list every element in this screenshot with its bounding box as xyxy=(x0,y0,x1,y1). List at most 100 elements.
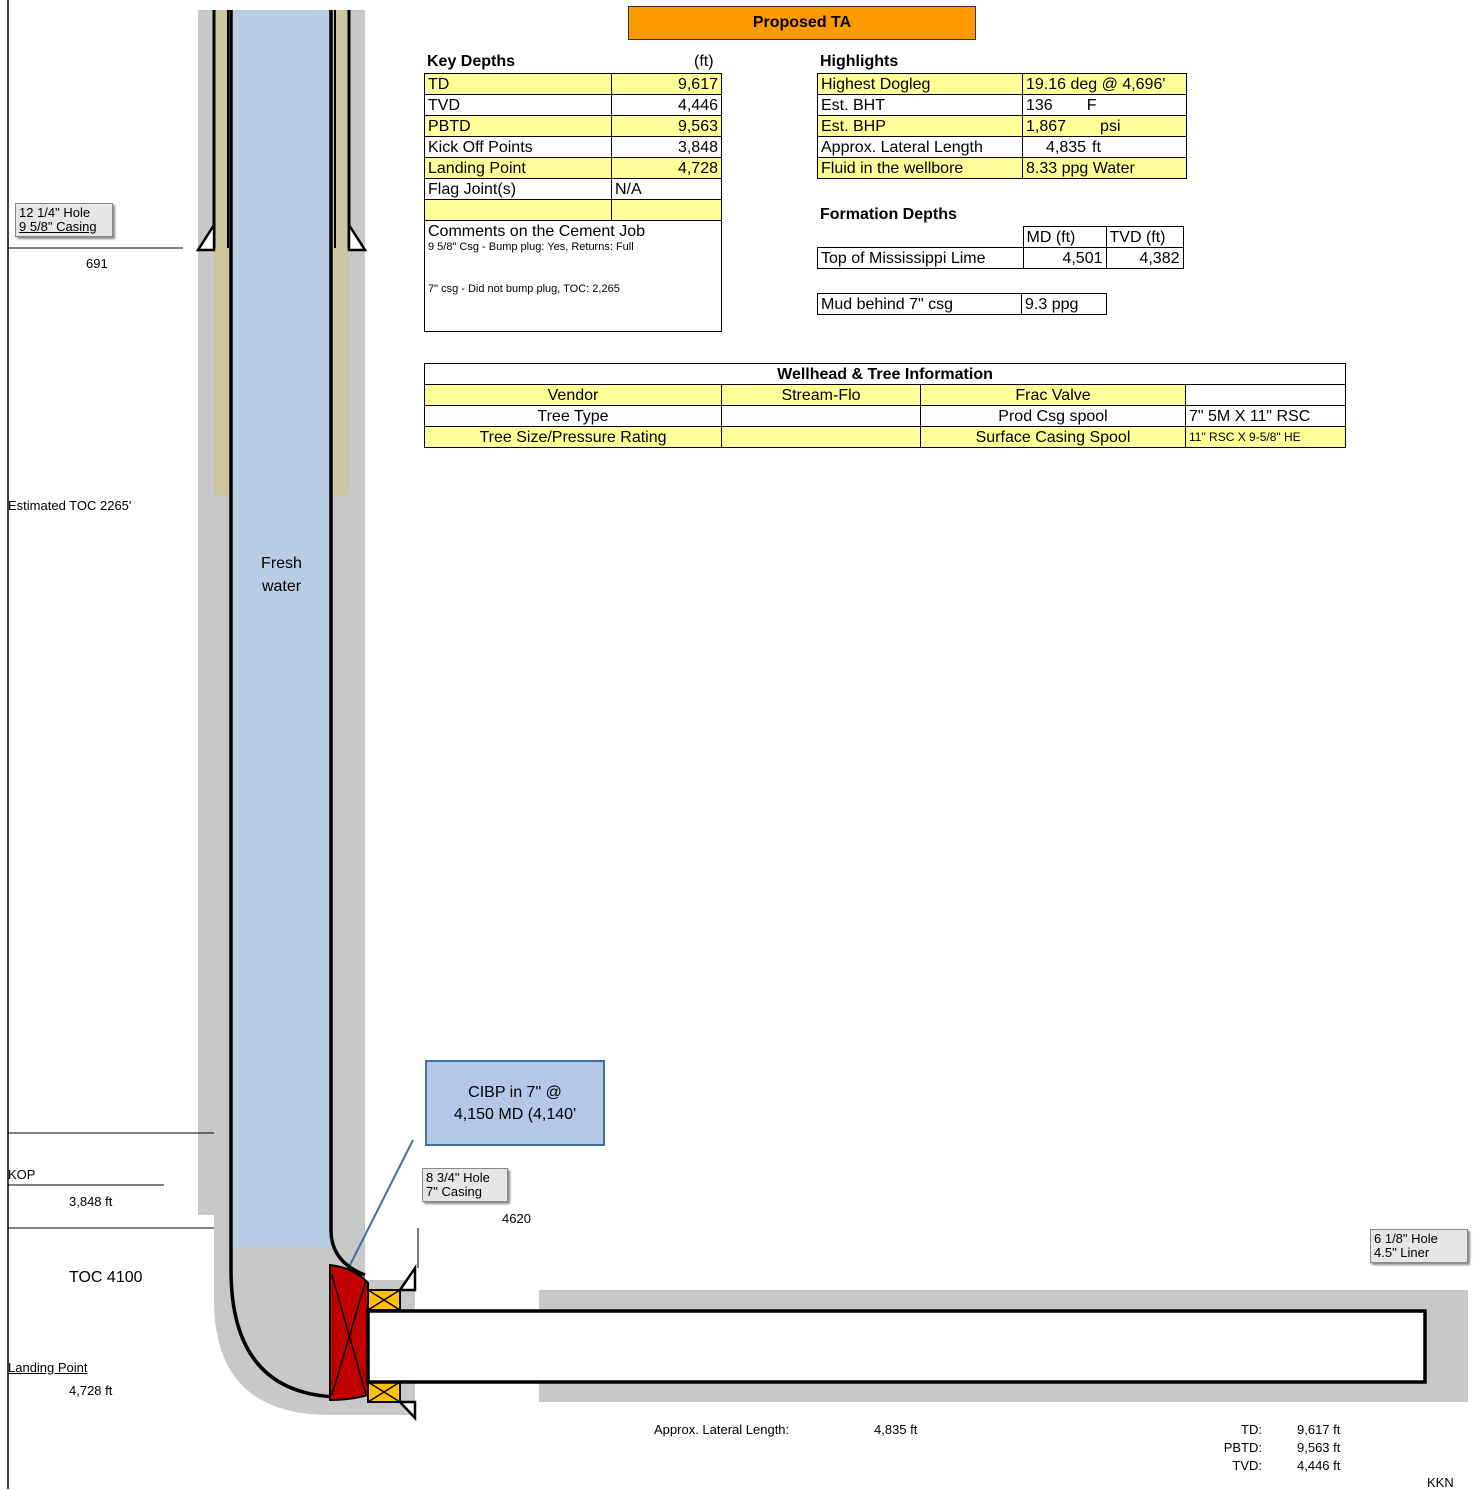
inter-shoe-top xyxy=(397,1263,417,1292)
hl-label: Highest Dogleg xyxy=(817,73,1023,95)
comments-heading: Comments on the Cement Job xyxy=(424,220,722,241)
fluid-label: Fresh water xyxy=(233,552,330,598)
table-row: Tree Type Prod Csg spool 7" 5M X 11" RSC xyxy=(424,405,1346,427)
surface-depth: 691 xyxy=(86,256,108,271)
inter-shoe-bottom xyxy=(397,1400,417,1422)
wh-cell: Prod Csg spool xyxy=(920,405,1186,427)
wh-cell: 7" 5M X 11" RSC xyxy=(1185,405,1346,427)
lateral-length-label: Approx. Lateral Length: xyxy=(654,1422,790,1437)
hl-label: Approx. Lateral Length xyxy=(817,136,1023,158)
key-depths-unit: (ft) xyxy=(694,53,714,70)
kd-label: Kick Off Points xyxy=(424,136,612,158)
td-value: 9,617 ft xyxy=(1297,1422,1341,1437)
formation-tvd: 4,382 xyxy=(1105,247,1184,269)
hl-value: 4,835 xyxy=(1046,138,1087,156)
cement-comment-2: 7" csg - Did not bump plug, TOC: 2,265 xyxy=(428,283,620,295)
hl-value: 8.33 ppg Water xyxy=(1022,157,1187,179)
cibp-cross-2 xyxy=(331,1279,367,1396)
kd-label: Landing Point xyxy=(424,157,612,179)
kd-value: 4,728 xyxy=(611,157,722,179)
wh-cell xyxy=(721,426,921,448)
hl-unit: ft xyxy=(1092,138,1101,156)
cement-comment-1: 9 5/8" Csg - Bump plug: Yes, Returns: Fu… xyxy=(428,241,634,253)
mud-label: Mud behind 7" csg xyxy=(817,293,1022,315)
callout-line-1: CIBP in 7" @ xyxy=(468,1084,562,1101)
table-row: Vendor Stream-Flo Frac Valve xyxy=(424,384,1346,406)
wh-cell: Surface Casing Spool xyxy=(920,426,1186,448)
surface-casing-tag: 12 1/4" Hole 9 5/8" Casing xyxy=(15,203,113,237)
table-row xyxy=(424,199,722,221)
surface-casing-size: 9 5/8" Casing xyxy=(19,219,97,234)
page-title: Proposed TA xyxy=(628,6,976,40)
liner-size: 4.5" Liner xyxy=(1374,1245,1430,1260)
tvd-value: 4,446 ft xyxy=(1297,1458,1341,1473)
inter-hole-size: 8 3/4" Hole xyxy=(426,1170,490,1185)
kd-value: 9,563 xyxy=(611,115,722,137)
hl-unit: psi xyxy=(1100,117,1121,135)
table-row: Comments on the Cement Job xyxy=(424,220,722,241)
wh-cell: 11" RSC X 9-5/8" HE xyxy=(1185,426,1346,448)
wh-cell: Vendor xyxy=(424,384,722,406)
cibp-callout: CIBP in 7" @ 4,150 MD (4,140' xyxy=(425,1060,605,1146)
tvd-label: TVD: xyxy=(1232,1458,1262,1473)
surface-shoe-left xyxy=(195,220,216,252)
wellhead-heading: Wellhead & Tree Information xyxy=(424,363,1346,385)
kd-value: 9,617 xyxy=(611,73,722,95)
landing-point-value: 4,728 ft xyxy=(69,1383,113,1398)
col-md: MD (ft) xyxy=(1022,226,1107,248)
hl-label: Est. BHT xyxy=(817,94,1023,116)
td-label: TD: xyxy=(1241,1422,1262,1437)
lateral-length-value: 4,835 ft xyxy=(874,1422,918,1437)
inter-casing-size: 7" Casing xyxy=(426,1184,482,1199)
kd-label: Flag Joint(s) xyxy=(424,178,612,200)
mud-value: 9.3 ppg xyxy=(1021,293,1107,315)
kd-label: PBTD xyxy=(424,115,612,137)
wh-cell: Frac Valve xyxy=(920,384,1186,406)
fresh-water-column xyxy=(233,10,330,1247)
kop-label: KOP xyxy=(8,1167,36,1182)
liner-tag: 6 1/8" Hole 4.5" Liner xyxy=(1370,1229,1468,1263)
kop-value: 3,848 ft xyxy=(69,1194,113,1209)
estimated-toc: Estimated TOC 2265' xyxy=(8,498,132,513)
kd-value: N/A xyxy=(611,178,722,200)
table-row: Tree Size/Pressure Rating Surface Casing… xyxy=(424,426,1346,448)
hl-value: 19.16 deg @ 4,696' xyxy=(1022,73,1187,95)
callout-line-2: 4,150 MD (4,140' xyxy=(453,1106,577,1123)
table-row: Approx. Lateral Length 4,835 ft xyxy=(817,136,1187,158)
wh-cell: Stream-Flo xyxy=(721,384,921,406)
col-tvd: TVD (ft) xyxy=(1105,226,1184,248)
hl-unit: F xyxy=(1086,96,1097,114)
formation-md: 4,501 xyxy=(1022,247,1107,269)
liner-hole-size: 6 1/8" Hole xyxy=(1374,1231,1438,1246)
toc-4100: TOC 4100 xyxy=(69,1269,143,1286)
upper-packer xyxy=(367,1289,401,1311)
landing-point-label: Landing Point xyxy=(8,1360,88,1375)
wh-cell: Tree Type xyxy=(424,405,722,427)
formation-name: Top of Mississippi Lime xyxy=(817,247,1024,269)
table-row: Flag Joint(s)N/A xyxy=(424,178,722,200)
intermediate-casing-tag: 8 3/4" Hole 7" Casing xyxy=(422,1168,508,1202)
wh-cell: Tree Size/Pressure Rating xyxy=(424,426,722,448)
table-row: Wellhead & Tree Information xyxy=(424,363,1346,385)
hl-value: 1,867 xyxy=(1026,117,1067,135)
surface-hole-size: 12 1/4" Hole xyxy=(19,205,91,220)
lower-packer xyxy=(367,1381,401,1403)
lateral-liner xyxy=(366,1309,1427,1384)
fluid-label-2: water xyxy=(261,578,302,595)
prod-casing-outer-wall xyxy=(229,10,341,1399)
author-initials: KKN xyxy=(1427,1475,1454,1490)
highlights-heading: Highlights xyxy=(820,53,899,70)
